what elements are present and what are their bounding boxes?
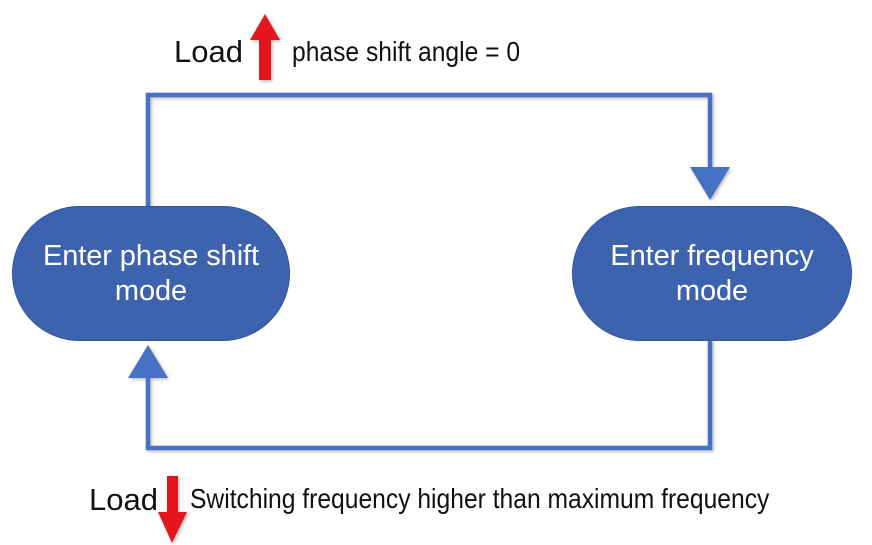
trigger-arrow-down-icon — [158, 476, 187, 543]
transition-condition-label-top: phase shift angle = 0 — [292, 36, 521, 67]
transition-trigger-label-top: Load — [174, 34, 243, 69]
transition-condition-label-bottom: Switching frequency higher than maximum … — [190, 483, 770, 514]
connector-frequency-to-phase — [128, 340, 713, 451]
state-node-frequency-mode[interactable]: Enter frequency mode — [572, 206, 852, 341]
connector-phase-to-frequency — [145, 92, 730, 208]
transition-trigger-label-bottom: Load — [89, 482, 158, 517]
state-node-label: Enter frequency mode — [610, 240, 814, 307]
state-node-label: Enter phase shift mode — [43, 240, 259, 307]
trigger-arrow-up-icon — [250, 14, 280, 80]
state-node-phase-shift-mode[interactable]: Enter phase shift mode — [12, 206, 290, 341]
